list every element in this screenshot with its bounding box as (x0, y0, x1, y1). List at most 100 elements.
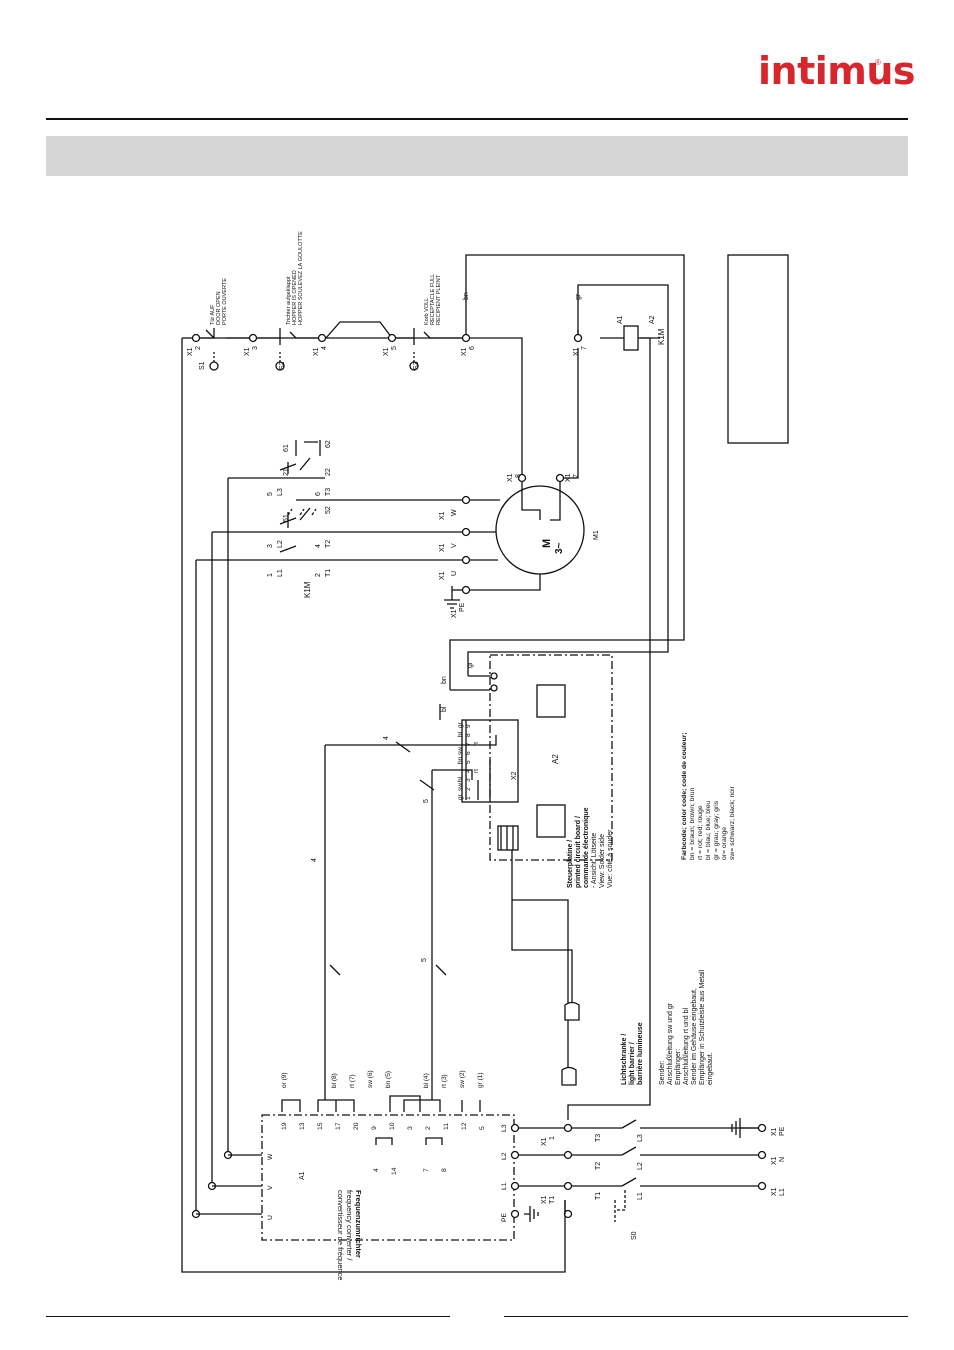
section-title-band (46, 136, 908, 176)
motor-u: U (451, 571, 458, 576)
x2-pin: 7 (465, 742, 472, 746)
vfd-power: V (267, 1185, 274, 1190)
aux-62: 62 (325, 440, 332, 448)
vfd-term: 13 (299, 1122, 306, 1130)
wire-bn-top: bn (463, 292, 470, 300)
term-x1: X1 (461, 347, 468, 356)
x2-pin: 4 (465, 769, 472, 773)
x2-wire: sw (457, 747, 464, 755)
vfd-wire: sw (2) (459, 1070, 466, 1088)
x2-wire: rt (473, 769, 480, 773)
vfd-power-terminals: PE L1 L2 L3 U V W (267, 1124, 508, 1222)
pcb-view: View: Solder side (599, 834, 606, 888)
legend-title: Farbcode; color code; code de couleur; (681, 732, 688, 860)
contactor-bottom-2: 2 (315, 573, 322, 577)
x2-wire: gr (457, 793, 464, 800)
supply-x1-t1: T1 (549, 1196, 556, 1204)
legend-item: gr = grau; gray; gris (713, 800, 720, 860)
pcb-view: - Ansicht: Lötseite (591, 833, 598, 888)
term-s2-ref: S2 (279, 361, 286, 370)
vfd-title-fr: convertisseur de fréquence (336, 1190, 345, 1280)
s2-label-en: HOPPER IS OPENED (292, 270, 298, 325)
frequency-converter-a1 (191, 1095, 568, 1241)
vfd-term: 5 (479, 1126, 486, 1130)
contactor-bottom-t2: T2 (325, 540, 332, 548)
term-x1: X1 (244, 347, 251, 356)
lb-title: light barrier / (629, 1042, 636, 1085)
vfd-power: W (267, 1153, 274, 1160)
term-x1-2: 2 (195, 346, 202, 350)
color-code-legend: Farbcode; color code; code de couleur; b… (681, 732, 736, 860)
pcb-title: commande électronique (583, 807, 590, 888)
motor-pe: PE (459, 602, 466, 612)
x2-wire: bl (457, 776, 464, 782)
supply-x1: X1 (541, 1137, 548, 1146)
motor-v: V (451, 543, 458, 548)
light-barrier-title: Lichtschranke / light barrier / barrière… (621, 1022, 644, 1085)
pcb-wire-bn: bn (441, 676, 448, 684)
pcb-title: Steuerplatine / (567, 840, 574, 888)
registered-mark: ® (875, 58, 881, 67)
supply-x1: X1 (541, 1195, 548, 1204)
term-x1-3: 3 (252, 346, 259, 350)
vfd-term: 19 (281, 1122, 288, 1130)
footer-rule-left (46, 1316, 450, 1317)
vfd-wire: rt (3) (441, 1074, 448, 1088)
pcb-wire-bl: bl (441, 706, 448, 712)
x2-pin: 3 (465, 778, 472, 782)
vfd-term: 15 (317, 1122, 324, 1130)
pcb-title: printed circuit board / (575, 816, 582, 888)
legend-item: rt = rot; red; rouge (697, 805, 704, 860)
term-x1-4: 4 (321, 346, 328, 350)
pole-l2: L2 (637, 1162, 644, 1170)
motor-7: 7 (573, 474, 580, 478)
motor-pe-x1: X1 (451, 609, 458, 618)
control-loop-wiring (181, 254, 685, 1273)
s1-label-de: Tür AUF (210, 304, 216, 325)
relay-a1: A1 (617, 315, 624, 324)
legend-item: or= orange (721, 827, 728, 860)
x2-wire: sw (457, 783, 464, 791)
contactor-top-5: 5 (267, 492, 274, 496)
motor-u-x1: X1 (439, 571, 446, 580)
vfd-inner: 4 (373, 1168, 380, 1172)
s3-label-fr: RECIPIENT PLEINT (436, 274, 442, 325)
vfd-term: 20 (353, 1122, 360, 1130)
relay-a2: A2 (649, 315, 656, 324)
vfd-wire-labels: or (9) bl (8) rt (7) sw (6) bn (5) bl (4… (281, 1070, 484, 1088)
x2-pin: 8 (465, 733, 472, 737)
mains-supply (563, 1118, 767, 1222)
term-x1: X1 (313, 347, 320, 356)
x2-wire: bn (457, 756, 464, 764)
aux-52: 52 (325, 506, 332, 514)
contactor-bottom-6: 6 (315, 492, 322, 496)
vfd-inner-terminals: 4 14 7 8 (373, 1167, 448, 1175)
vfd-wire: bl (4) (423, 1073, 430, 1088)
term-x1: X1 (187, 347, 194, 356)
cable-4-top: 4 (383, 736, 390, 740)
pole-l3: L3 (637, 1134, 644, 1142)
mains-x1: X1 (771, 1127, 778, 1136)
vfd-power: L2 (501, 1152, 508, 1160)
pole-l1: L1 (637, 1192, 644, 1200)
x2-wire: gr (457, 721, 464, 728)
motor-m1 (444, 473, 585, 609)
term-s1-ref: S1 (199, 361, 206, 370)
legend-item: bl = blau; blue; bleu (705, 801, 712, 860)
contactor-bottom-t1: T1 (325, 569, 332, 577)
vfd-inner: 7 (423, 1168, 430, 1172)
lb-note: Sender im Gehäuse eingebaut, (691, 988, 698, 1085)
vfd-wire: gr (1) (477, 1072, 484, 1088)
vfd-terminal-numbers: 19 13 15 17 20 9 10 3 2 11 12 5 (281, 1122, 486, 1130)
supply-switch-s0: S0 (631, 1231, 638, 1240)
vfd-term: 9 (371, 1126, 378, 1130)
term-x1-5: 5 (391, 346, 398, 350)
x2-pin: 5 (465, 760, 472, 764)
motor-w-x1: X1 (439, 511, 446, 520)
s3-label-de: Korb VOLL (424, 298, 430, 325)
legend-item: bn = braun; brown; brun (689, 787, 696, 860)
aux-21: 21 (283, 468, 290, 476)
mains-l1: L1 (779, 1188, 786, 1196)
motor-w: W (451, 509, 458, 516)
